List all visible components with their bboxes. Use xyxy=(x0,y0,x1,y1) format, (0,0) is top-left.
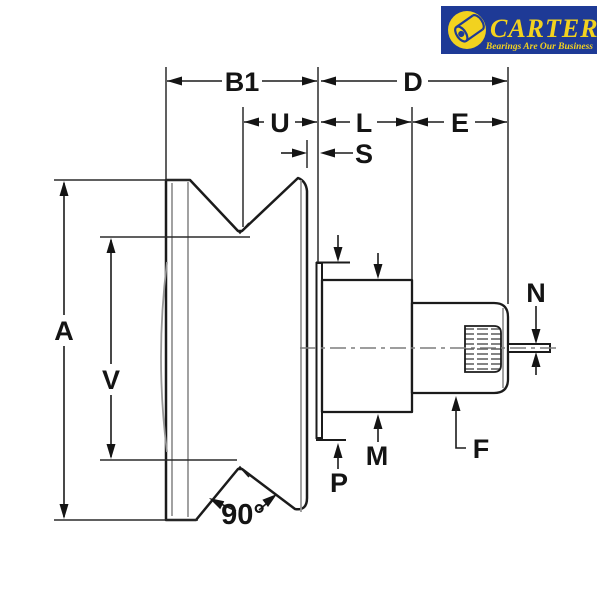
dim-label-f: F xyxy=(473,434,490,464)
dim-a: A xyxy=(50,181,78,519)
dim-s: S xyxy=(281,139,373,169)
dim-label-m: M xyxy=(366,441,389,471)
dim-v: V xyxy=(97,238,125,459)
extension-lines xyxy=(54,67,509,521)
dim-label-b1: B1 xyxy=(225,67,260,97)
groove-top-notch xyxy=(230,222,250,235)
logo-brand: CARTER xyxy=(490,14,597,43)
dim-b1: B1 xyxy=(167,66,317,97)
dim-label-angle: 90° xyxy=(221,499,265,531)
dim-p: P xyxy=(330,443,348,498)
dim-label-l: L xyxy=(356,108,373,138)
groove-bottom-notch xyxy=(230,465,250,478)
dim-d: D xyxy=(321,67,507,97)
dim-label-u: U xyxy=(270,108,290,138)
carter-logo: CARTER Bearings Are Our Business xyxy=(441,6,597,54)
logo-roundel xyxy=(448,11,486,49)
thread-section xyxy=(464,325,502,373)
logo-tagline: Bearings Are Our Business xyxy=(485,42,593,52)
dim-label-a: A xyxy=(54,316,74,346)
dim-e: E xyxy=(413,108,507,138)
dim-n: N xyxy=(526,278,546,375)
dim-u: U xyxy=(244,108,317,138)
dim-f: F xyxy=(451,396,490,464)
crown-arc xyxy=(160,261,168,453)
dim-label-s: S xyxy=(355,139,373,169)
bearing-icon xyxy=(454,14,485,43)
dim-l: L xyxy=(321,108,411,138)
dim-label-p: P xyxy=(330,468,348,498)
dim-label-d: D xyxy=(403,67,423,97)
dim-m: M xyxy=(366,414,389,471)
wheel-profile xyxy=(160,176,309,522)
dim-groove-angle: 90° xyxy=(209,494,277,531)
hub xyxy=(320,278,414,414)
dim-label-v: V xyxy=(102,365,120,395)
dim-label-n: N xyxy=(526,278,546,308)
upper-leader-arrows xyxy=(333,235,383,279)
dim-label-e: E xyxy=(451,108,469,138)
